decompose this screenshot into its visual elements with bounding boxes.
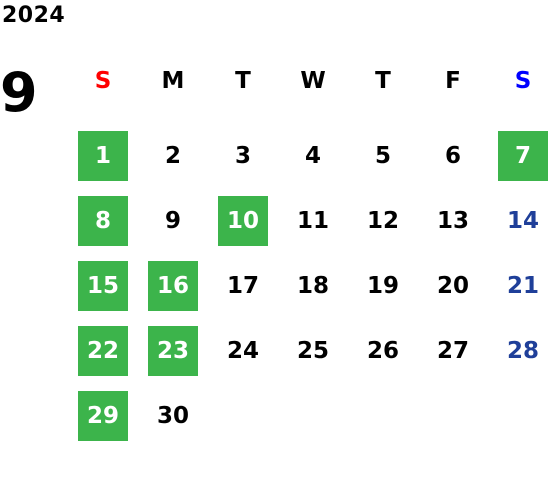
- day-number[interactable]: 3: [234, 142, 251, 169]
- calendar-cell: 10: [208, 188, 278, 253]
- day-number[interactable]: 13: [436, 207, 469, 234]
- calendar-cell: 24: [208, 318, 278, 383]
- day-number[interactable]: 17: [226, 272, 259, 299]
- calendar-cell: 18: [278, 253, 348, 318]
- day-number[interactable]: 18: [296, 272, 329, 299]
- weekday-header-sun: S: [94, 67, 112, 94]
- highlighted-day[interactable]: 16: [148, 260, 198, 311]
- day-number[interactable]: 2: [164, 142, 181, 169]
- calendar-cell: 20: [418, 253, 488, 318]
- highlighted-day[interactable]: 1: [78, 130, 128, 181]
- day-number[interactable]: 9: [164, 207, 181, 234]
- calendar-cell: 7: [488, 123, 548, 188]
- day-number[interactable]: 14: [506, 207, 539, 234]
- year-label: 2024: [2, 3, 66, 28]
- calendar-cell: 22: [68, 318, 138, 383]
- weekday-header-thu: T: [375, 67, 391, 94]
- calendar-cell: 11: [278, 188, 348, 253]
- calendar-cell: 9: [138, 188, 208, 253]
- weekday-header-mon: M: [161, 67, 185, 94]
- day-number[interactable]: 5: [374, 142, 391, 169]
- weekday-header-tue: T: [235, 67, 251, 94]
- weekday-header-sat: S: [514, 67, 532, 94]
- calendar-cell: 30: [138, 383, 208, 448]
- calendar-cell: 29: [68, 383, 138, 448]
- highlighted-day[interactable]: 29: [78, 390, 128, 441]
- day-number[interactable]: 27: [436, 337, 469, 364]
- highlighted-day[interactable]: 7: [498, 130, 548, 181]
- day-number[interactable]: 24: [226, 337, 259, 364]
- highlighted-day[interactable]: 23: [148, 325, 198, 376]
- highlighted-day[interactable]: 22: [78, 325, 128, 376]
- calendar-cell: 5: [348, 123, 418, 188]
- calendar-cell: 2: [138, 123, 208, 188]
- day-number[interactable]: 11: [296, 207, 329, 234]
- calendar-cell: 6: [418, 123, 488, 188]
- day-number[interactable]: 25: [296, 337, 329, 364]
- calendar-cell: 28: [488, 318, 548, 383]
- calendar-cell: 3: [208, 123, 278, 188]
- day-number[interactable]: 4: [304, 142, 321, 169]
- calendar-cell: 14: [488, 188, 548, 253]
- calendar-cell: 13: [418, 188, 488, 253]
- day-number[interactable]: 21: [506, 272, 539, 299]
- day-number[interactable]: 6: [444, 142, 461, 169]
- highlighted-day[interactable]: 15: [78, 260, 128, 311]
- calendar-cell: 12: [348, 188, 418, 253]
- weekday-header-wed: W: [300, 67, 326, 94]
- calendar-cell: 1: [68, 123, 138, 188]
- calendar-cell: 23: [138, 318, 208, 383]
- highlighted-day[interactable]: 10: [218, 195, 268, 246]
- calendar-cell: 26: [348, 318, 418, 383]
- highlighted-day[interactable]: 8: [78, 195, 128, 246]
- day-number[interactable]: 28: [506, 337, 539, 364]
- calendar-cell: 16: [138, 253, 208, 318]
- calendar-cell: 21: [488, 253, 548, 318]
- day-number[interactable]: 26: [366, 337, 399, 364]
- day-number[interactable]: 19: [366, 272, 399, 299]
- calendar-cell: 17: [208, 253, 278, 318]
- calendar-cell: 27: [418, 318, 488, 383]
- month-label: 9: [0, 61, 38, 124]
- calendar-cell: 4: [278, 123, 348, 188]
- calendar-cell: 15: [68, 253, 138, 318]
- calendar-cell: 25: [278, 318, 348, 383]
- calendar-cell: 19: [348, 253, 418, 318]
- day-number[interactable]: 12: [366, 207, 399, 234]
- weekday-header-fri: F: [445, 67, 461, 94]
- day-number[interactable]: 30: [156, 402, 189, 429]
- calendar-cell: 8: [68, 188, 138, 253]
- day-number[interactable]: 20: [436, 272, 469, 299]
